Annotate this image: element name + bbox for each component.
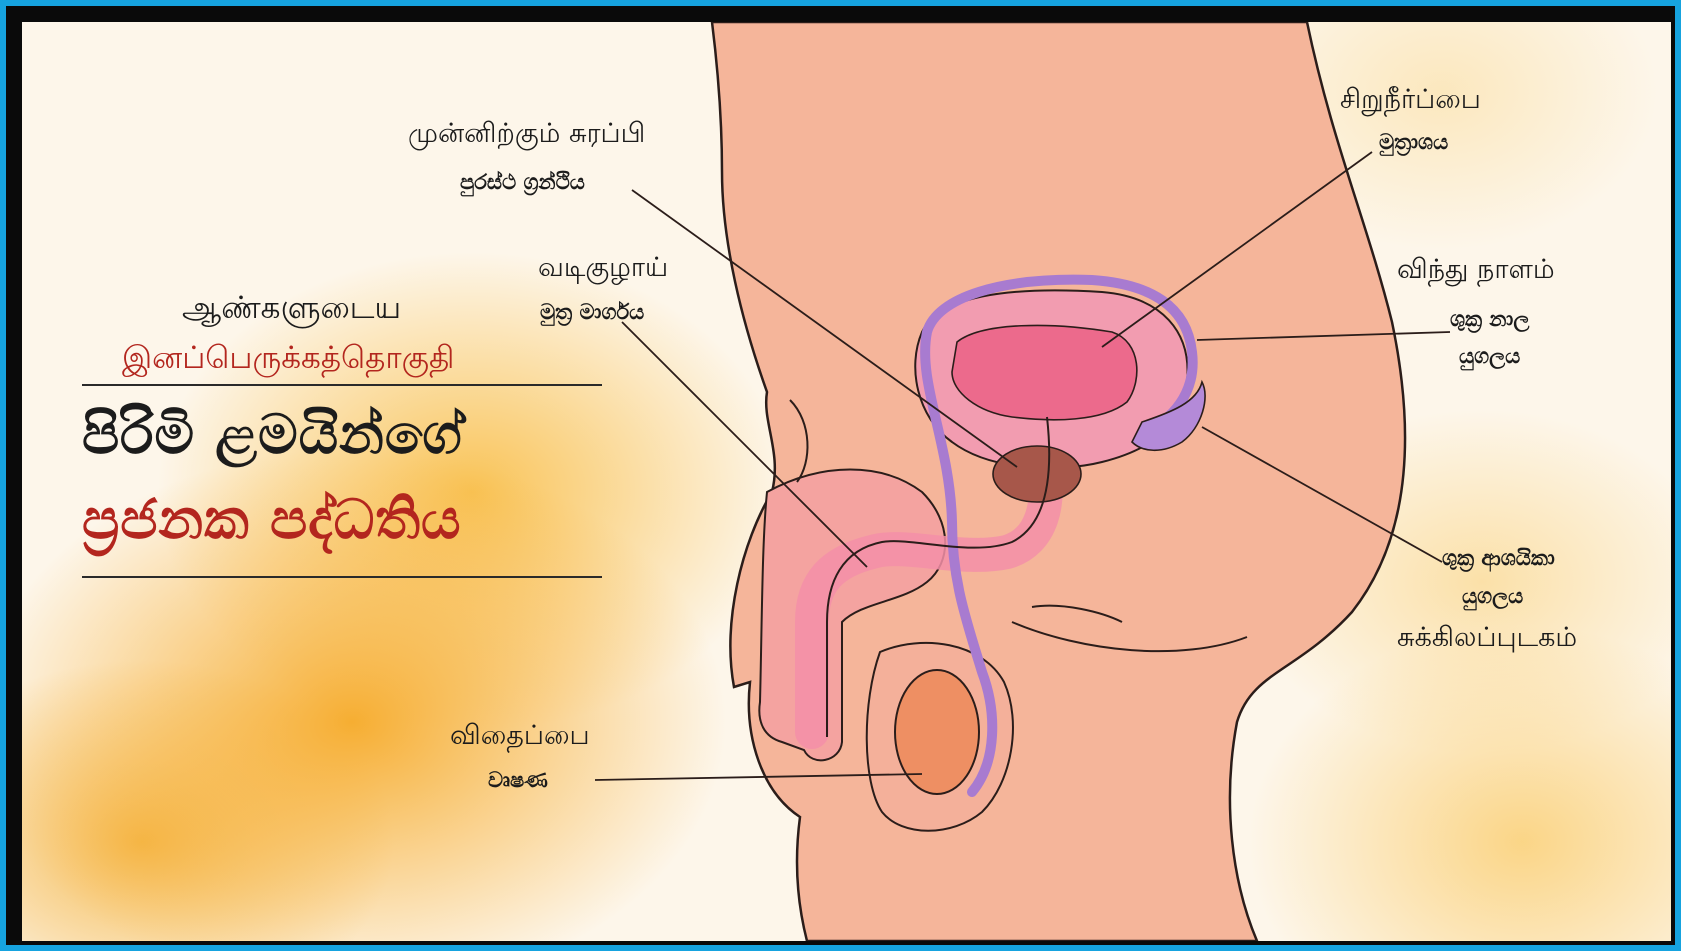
bladder-inner	[952, 325, 1137, 419]
title-rule-top	[82, 384, 602, 386]
label-testis-si: වෘෂණ	[488, 768, 548, 793]
label-urethra-ta: வடிகுழாய்	[538, 252, 668, 287]
title-rule-bottom	[82, 576, 602, 578]
title-sinhala-line1: පිරිමි ළමයින්ගේ	[82, 402, 463, 467]
label-seminal-si: ශුක්‍ර ආශයිකා	[1442, 546, 1555, 571]
diagram-canvas: ஆண்களுடைய இனப்பெருக்கத்தொகுதி පිරිමි ළමය…	[22, 22, 1671, 941]
label-seminal-si2: යුගලය	[1462, 584, 1523, 609]
label-bladder-ta: சிறுநீர்ப்பை	[1340, 84, 1481, 119]
title-sinhala-line2: ප්‍රජනක පද්ධතිය	[82, 487, 462, 552]
label-vas-si: ශුක්‍ර නාල	[1450, 307, 1529, 332]
label-vas-si2: යුගලය	[1459, 344, 1520, 369]
testis	[895, 670, 979, 794]
label-prostate-ta: முன்னிற்கும் சுரப்பி	[408, 118, 645, 153]
label-bladder-si: මුත්‍රාශය	[1379, 130, 1448, 155]
label-urethra-si: මුත්‍ර මාර්ගය	[540, 300, 644, 325]
anatomy-illustration	[22, 22, 1671, 941]
label-testis-ta: விதைப்பை	[450, 720, 590, 755]
label-prostate-si: පුරස්ථ ග්‍රන්ථිය	[460, 170, 585, 195]
title-tamil-line1: ஆண்களுடைய	[182, 290, 401, 330]
label-seminal-ta: சுக்கிலப்புடகம்	[1397, 622, 1577, 657]
label-vas-ta: விந்து நாளம்	[1397, 254, 1555, 289]
title-tamil-line2: இனப்பெருக்கத்தொகுதி	[122, 340, 454, 380]
prostate-gland	[993, 446, 1081, 502]
